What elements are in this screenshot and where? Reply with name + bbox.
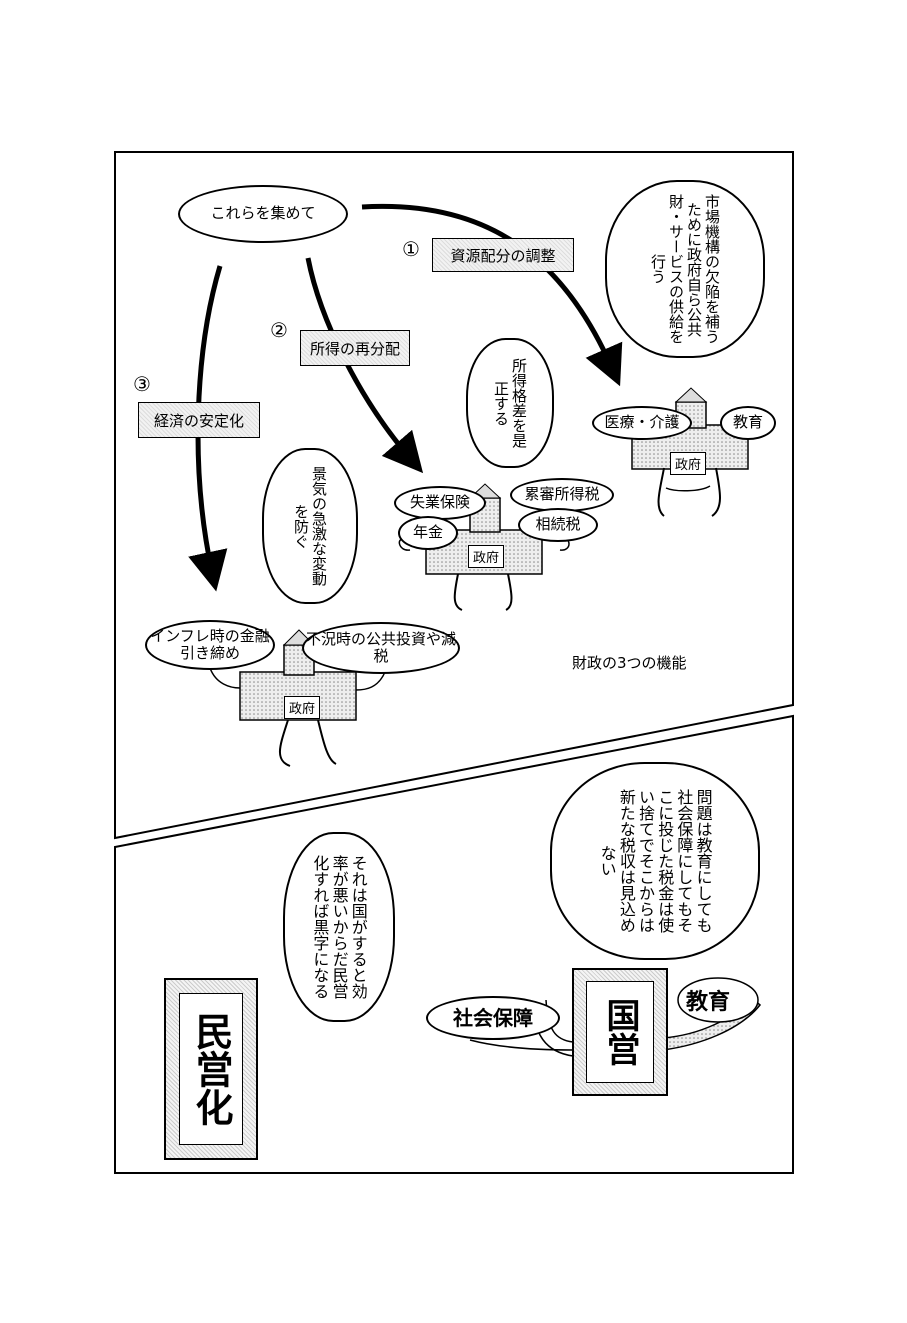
- item-progressive-tax: 累審所得税: [510, 478, 614, 512]
- panel-1-border: [114, 151, 794, 840]
- collect-bubble: これらを集めて: [178, 185, 348, 243]
- item-education: 教育: [720, 406, 776, 440]
- speech-income: 所得格差を是正する: [466, 338, 554, 468]
- panel-2-border: [114, 714, 794, 1174]
- function-label-income: 所得の再分配: [300, 330, 410, 366]
- state-sign-text: 国営: [600, 998, 640, 1066]
- gov-label-resource: 政府: [670, 452, 707, 475]
- privatize-sign-text: 民営化: [189, 1012, 233, 1126]
- speech-stability: 景気の急激な変動を防ぐ: [262, 448, 358, 604]
- state-sign: 国営: [572, 968, 668, 1096]
- function-number-1: ①: [402, 237, 420, 261]
- hand-social-security: 社会保障: [426, 996, 560, 1040]
- gov-label-stability: 政府: [284, 696, 321, 719]
- speech-resource-text: 市場機構の欠陥を補うために政府自ら公共財・サービスの供給を行う: [649, 194, 721, 344]
- privatize-sign: 民営化: [164, 978, 258, 1160]
- speech-privatize-text: それは国がすると効率が悪いからだ民営化すれば黒字になる: [310, 855, 368, 999]
- panel-caption: 財政の3つの機能: [572, 654, 687, 672]
- item-inheritance-tax: 相続税: [518, 508, 598, 542]
- speech-stability-text: 景気の急激な変動を防ぐ: [292, 466, 328, 586]
- item-pension: 年金: [398, 516, 458, 550]
- speech-state-text: 問題は教育にしても社会保障にしてもそこに投じた税金は使い捨てでそこからは新たな税…: [597, 789, 713, 933]
- item-unemployment: 失業保険: [394, 486, 486, 520]
- item-public-investment: 不況時の公共投資や減税: [302, 622, 460, 674]
- speech-privatize: それは国がすると効率が悪いからだ民営化すれば黒字になる: [283, 832, 395, 1022]
- item-monetary-tightening: インフレ時の金融引き締め: [145, 620, 275, 670]
- function-number-3: ③: [133, 372, 151, 396]
- function-number-2: ②: [270, 318, 288, 342]
- item-medical: 医療・介護: [592, 406, 692, 440]
- gov-label-income: 政府: [468, 545, 505, 568]
- function-label-stability: 経済の安定化: [138, 402, 260, 438]
- speech-resource: 市場機構の欠陥を補うために政府自ら公共財・サービスの供給を行う: [605, 180, 765, 358]
- hand-education: 教育: [686, 990, 731, 1015]
- speech-income-text: 所得格差を是正する: [492, 358, 528, 448]
- speech-state: 問題は教育にしても社会保障にしてもそこに投じた税金は使い捨てでそこからは新たな税…: [550, 762, 760, 960]
- function-label-resource: 資源配分の調整: [432, 238, 574, 272]
